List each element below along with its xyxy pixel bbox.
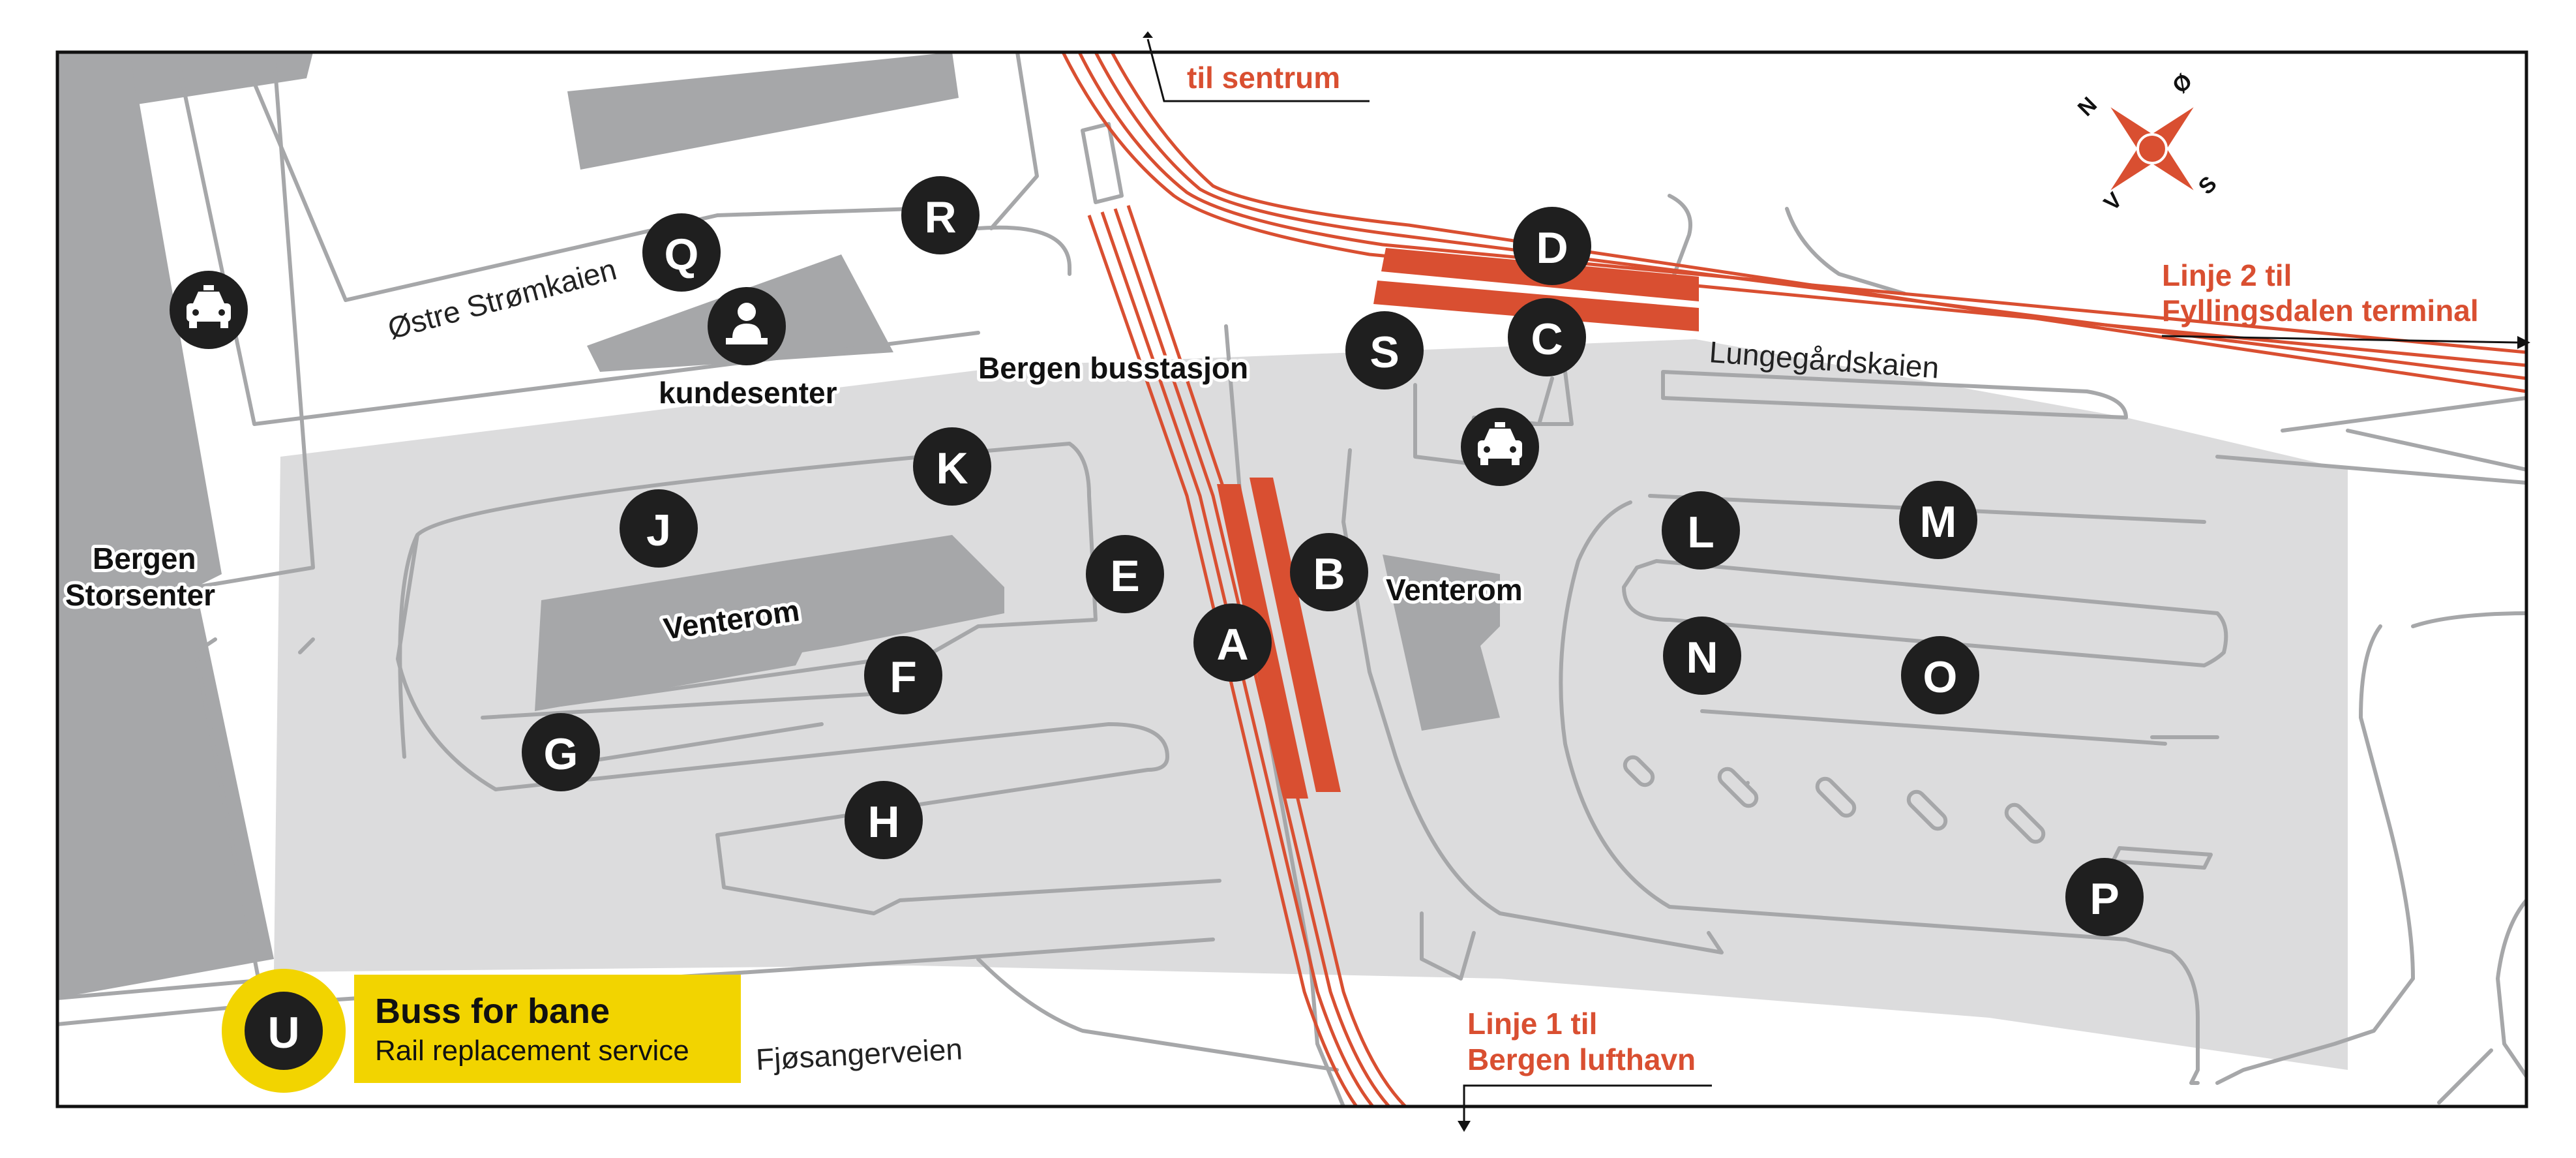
stop-Q[interactable]: Q: [642, 213, 721, 292]
rail-replacement-title: Buss for bane: [375, 992, 610, 1031]
stop-C[interactable]: C: [1508, 298, 1586, 376]
rail-replacement-subtitle: Rail replacement service: [375, 1035, 689, 1067]
compass-icon: [2110, 107, 2194, 190]
stop-F[interactable]: F: [864, 636, 942, 714]
svg-text:K: K: [936, 444, 968, 493]
svg-text:E: E: [1110, 551, 1139, 601]
label-linje2-line1: Linje 2 til: [2162, 258, 2292, 292]
building-left-tall: [57, 52, 274, 998]
stop-A[interactable]: A: [1193, 603, 1272, 682]
label-kundesenter: kundesenter: [659, 376, 837, 410]
stop-J[interactable]: J: [620, 489, 698, 568]
svg-text:P: P: [2089, 874, 2119, 924]
svg-text:M: M: [1920, 497, 1957, 547]
svg-text:S: S: [1370, 328, 1399, 377]
road-storsenter-edge: [194, 52, 315, 589]
stop-L[interactable]: L: [1662, 491, 1740, 570]
rail-replacement-stop[interactable]: U: [222, 969, 346, 1093]
stop-D[interactable]: D: [1513, 207, 1591, 285]
stop-K[interactable]: K: [913, 427, 991, 506]
label-bergen-storsenter-2: Storsenter: [65, 578, 215, 612]
map-area: [57, 52, 2526, 1106]
svg-text:N: N: [1686, 633, 1718, 682]
stop-H[interactable]: H: [845, 781, 923, 859]
building-venterom-right: [1383, 555, 1500, 731]
svg-text:F: F: [890, 652, 917, 702]
svg-text:J: J: [646, 506, 671, 555]
svg-text:G: G: [544, 729, 578, 779]
compass-s: S: [2194, 172, 2222, 200]
stop-R[interactable]: R: [901, 176, 980, 254]
platform-B: [1250, 478, 1341, 792]
direction-arrow-icon: [1463, 1084, 1712, 1122]
svg-text:Q: Q: [665, 230, 699, 279]
stop-U-letter: U: [267, 1008, 299, 1058]
road-lines: [57, 52, 2526, 1106]
svg-text:B: B: [1313, 549, 1345, 599]
taxi-icon: [1461, 408, 1539, 486]
stop-S[interactable]: S: [1345, 311, 1424, 389]
svg-text:A: A: [1216, 620, 1248, 669]
label-venterom-right: Venterom: [1386, 573, 1523, 607]
label-bergen-storsenter-1: Bergen: [93, 541, 196, 575]
map-frame: [55, 50, 2528, 1108]
svg-text:R: R: [924, 192, 956, 242]
compass-n: N: [2073, 92, 2102, 121]
svg-text:O: O: [1923, 652, 1958, 702]
direction-arrows: [1143, 31, 2530, 1132]
svg-text:H: H: [867, 797, 899, 847]
stop-B[interactable]: B: [1290, 533, 1368, 611]
label-linje1-line1: Linje 1 til: [1467, 1007, 1597, 1041]
svg-text:L: L: [1687, 508, 1715, 557]
label-bergen-busstasjon: Bergen busstasjon: [978, 351, 1248, 385]
direction-arrow-icon: [2161, 335, 2518, 344]
road-ramp: [976, 225, 1071, 276]
parking-bays: [1623, 755, 2046, 844]
rail-replacement-box: [354, 975, 741, 1083]
road-lane-left-outer: [398, 442, 1098, 759]
compass-e: Ø: [2168, 69, 2198, 99]
label-til-sentrum: til sentrum: [1187, 61, 1340, 95]
tram-tracks: [1061, 52, 2526, 1106]
stop-N[interactable]: N: [1663, 617, 1741, 695]
taxi-icon: [170, 271, 248, 349]
compass-w: V: [2099, 188, 2127, 216]
building-top-left: [130, 52, 313, 104]
stop-E[interactable]: E: [1086, 535, 1164, 613]
stop-M[interactable]: M: [1899, 481, 1977, 559]
customer-service-icon: [708, 287, 786, 365]
svg-text:D: D: [1536, 223, 1568, 273]
label-linje1-line2: Bergen lufthavn: [1467, 1043, 1696, 1076]
stop-O[interactable]: O: [1901, 636, 1979, 714]
road-lane-right-bay: [1559, 500, 2200, 1085]
road-lane-right-upper: [1661, 370, 2128, 419]
stop-markers: A B C D E F G H J K L M N O P Q R S: [522, 176, 2144, 936]
stop-G[interactable]: G: [522, 713, 600, 791]
building-top-center: [567, 52, 959, 170]
street-fjosangerveien: Fjøsangerveien: [755, 1031, 963, 1076]
direction-arrow-icon: [1146, 38, 1370, 102]
stop-P[interactable]: P: [2065, 858, 2144, 936]
label-linje2-line2: Fyllingsdalen terminal: [2162, 294, 2479, 328]
building-venterom-left: [535, 535, 1004, 711]
svg-text:C: C: [1531, 314, 1563, 364]
